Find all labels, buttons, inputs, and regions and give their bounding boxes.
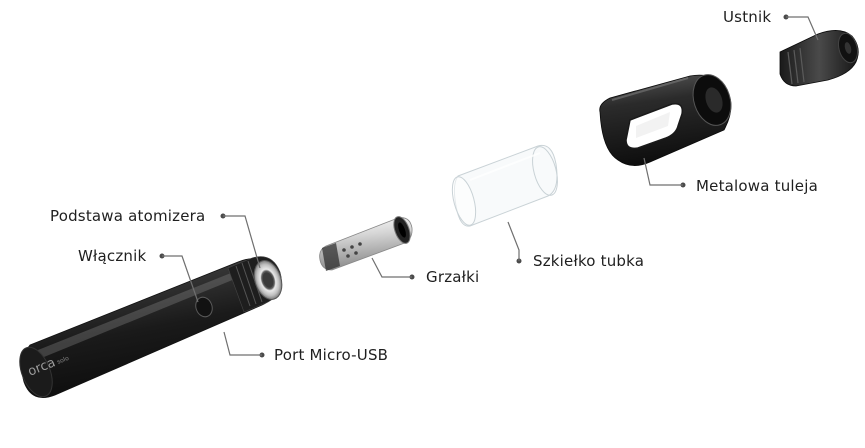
label-power-button: Włącznik [78,247,147,265]
leader-glass-tube [507,221,522,264]
mouthpiece [779,30,859,87]
label-usb-port: Port Micro-USB [274,346,389,364]
label-glass-tube: Szkiełko tubka [533,252,645,270]
label-coil: Grzałki [426,268,480,286]
coil [319,216,413,271]
power-button[interactable] [193,295,215,319]
leader-coil [371,257,415,280]
leader-metal-sleeve [643,157,686,188]
label-metal-sleeve: Metalowa tuleja [696,177,818,195]
leader-atomizer-base [220,213,261,269]
brand-model: solo [56,355,70,366]
glass-tube [451,144,558,227]
leader-power-button [159,253,199,303]
metal-sleeve [599,74,732,166]
label-atomizer-base: Podstawa atomizera [50,207,206,225]
battery-body [19,256,283,398]
label-mouthpiece: Ustnik [723,8,772,26]
leader-mouthpiece [783,14,819,41]
leader-usb-port [223,331,265,358]
